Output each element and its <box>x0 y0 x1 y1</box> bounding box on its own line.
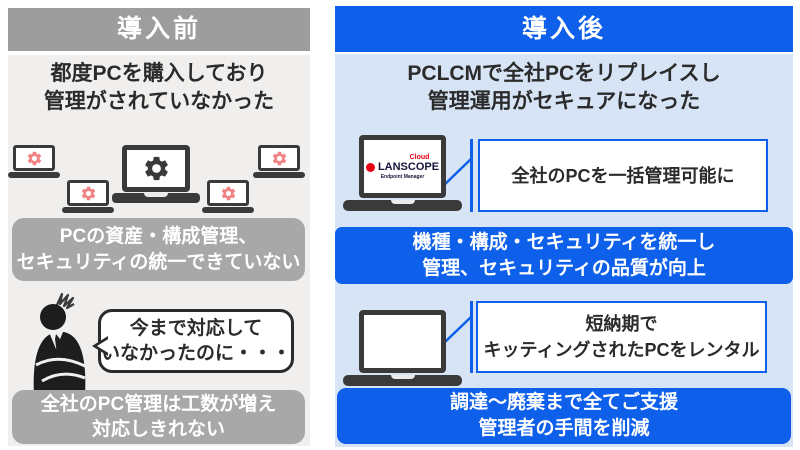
lanscope-logo: Cloud LANSCOPE Endpoint Manager <box>365 153 440 180</box>
benefit-box-support: 調達〜廃棄まで全てご支援 管理者の手間を削減 <box>337 388 791 444</box>
after-header-label: 導入後 <box>521 15 606 43</box>
gear-icon <box>221 186 235 200</box>
problem-box2-line2: 対応しきれない <box>91 419 225 440</box>
laptop-screen <box>359 310 446 373</box>
laptop-base <box>253 172 305 178</box>
callout-accent-bar <box>470 139 473 212</box>
callout-central-management: 全社のPCを一括管理可能に <box>478 139 768 212</box>
lanscope-laptop-icon: Cloud LANSCOPE Endpoint Manager <box>343 135 462 211</box>
problem-box-workload: 全社のPC管理は工数が増え 対応しきれない <box>12 390 305 444</box>
laptop-base <box>62 207 114 213</box>
benefit-box2-line1: 調達〜廃棄まで全てご支援 <box>449 392 678 413</box>
laptop-screen <box>13 145 55 171</box>
rental-laptop-icon <box>343 310 462 386</box>
frustrated-admin-icon <box>33 304 86 395</box>
laptop-icon <box>253 145 305 178</box>
speech-bubble: 今まで対応して いなかったのに・・・ <box>92 309 294 373</box>
after-title: PCLCMで全社PCをリプレイスし 管理運用がセキュアになった <box>335 60 793 116</box>
laptop-icon <box>8 145 60 178</box>
after-panel: PCLCMで全社PCをリプレイスし 管理運用がセキュアになった Cloud LA… <box>335 54 793 447</box>
speech-line2: いなかったのに・・・ <box>101 343 292 364</box>
before-panel: 都度PCを購入しており 管理がされていなかった PCの資産・構成管理、 セキュリ… <box>8 55 310 446</box>
laptop-base <box>112 193 200 203</box>
anger-scribble-icon <box>55 292 75 310</box>
problem-box2-line1: 全社のPC管理は工数が増え <box>40 394 277 415</box>
gear-icon <box>27 151 41 165</box>
callout-kitting-rental: 短納期で キッティングされたPCをレンタル <box>476 301 767 373</box>
gear-icon <box>81 186 95 200</box>
before-title: 都度PCを購入しており 管理がされていなかった <box>8 60 310 116</box>
benefit-box-quality: 機種・構成・セキュリティを統一し 管理、セキュリティの品質が向上 <box>335 227 793 284</box>
callout2-line2: キッティングされたPCをレンタル <box>483 340 760 360</box>
laptop-icon <box>62 180 114 213</box>
callout-accent-bar <box>470 301 473 373</box>
speech-line1: 今まで対応して <box>129 318 263 339</box>
gear-icon <box>272 151 286 165</box>
laptop-screen <box>258 145 300 171</box>
lanscope-name: LANSCOPE <box>377 160 440 173</box>
before-header-label: 導入前 <box>116 15 201 43</box>
laptop-base <box>8 172 60 178</box>
lanscope-cloud-label: Cloud <box>409 153 430 161</box>
laptop-screen <box>67 180 109 206</box>
before-title-line1: 都度PCを購入しており <box>50 62 268 85</box>
after-title-line1: PCLCMで全社PCをリプレイスし <box>407 62 721 85</box>
laptop-screen <box>122 145 190 192</box>
laptop-icon-large <box>112 145 200 203</box>
gear-icon <box>144 156 168 181</box>
problem-box-asset-management: PCの資産・構成管理、 セキュリティの統一できていない <box>12 218 305 281</box>
laptop-screen: Cloud LANSCOPE Endpoint Manager <box>359 135 446 198</box>
callout1-line1: 全社のPCを一括管理可能に <box>511 165 735 186</box>
lanscope-dot-icon <box>365 162 375 172</box>
before-title-line2: 管理がされていなかった <box>43 90 275 113</box>
laptop-base <box>343 375 462 386</box>
lanscope-sub-label: Endpoint Manager <box>380 173 425 180</box>
before-header: 導入前 <box>8 8 310 51</box>
callout2-line1: 短納期で <box>585 314 658 334</box>
laptop-screen <box>207 180 249 206</box>
benefit-box1-line1: 機種・構成・セキュリティを統一し <box>412 231 716 253</box>
benefit-box1-line2: 管理、セキュリティの品質が向上 <box>422 257 706 279</box>
laptop-base <box>202 207 254 213</box>
problem-box1-line1: PCの資産・構成管理、 <box>59 225 258 247</box>
problem-box1-line2: セキュリティの統一できていない <box>16 251 301 273</box>
after-header: 導入後 <box>335 6 793 52</box>
benefit-box2-line2: 管理者の手間を削減 <box>478 418 650 439</box>
laptop-base <box>343 200 462 211</box>
after-title-line2: 管理運用がセキュアになった <box>427 90 701 113</box>
laptop-icon <box>202 180 254 213</box>
